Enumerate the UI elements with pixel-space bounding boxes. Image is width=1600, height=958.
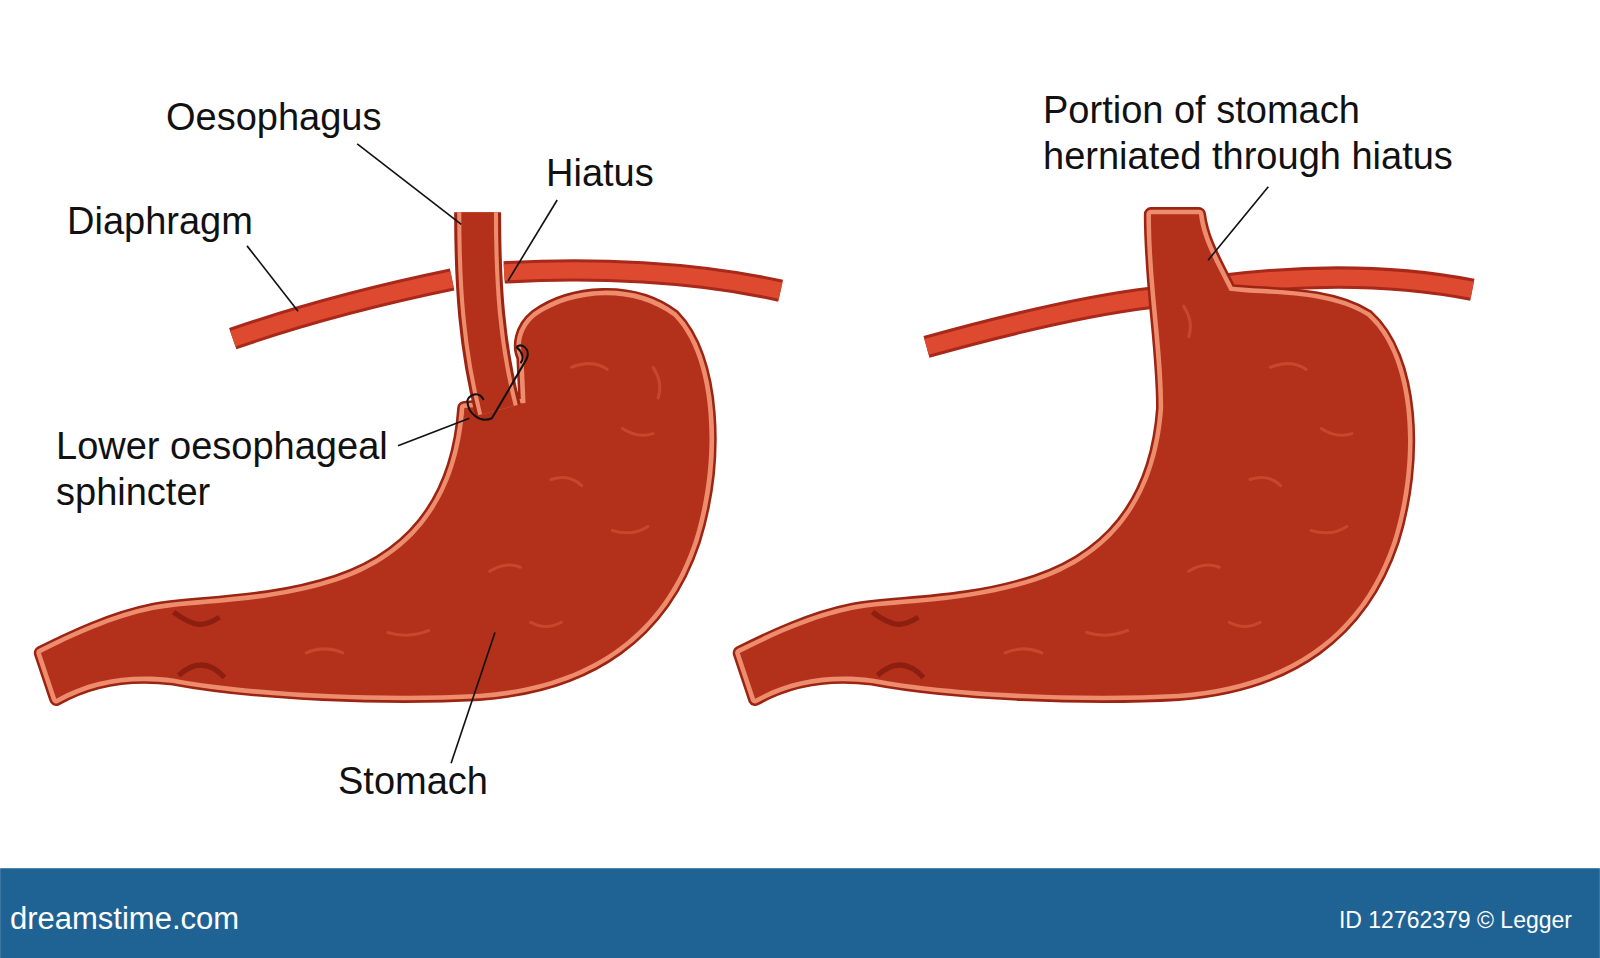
part-label: Diaphragm [67,198,253,244]
part-label: Portion of stomach herniated through hia… [1043,87,1483,179]
watermark: dreamstime.com [10,899,239,939]
stomach-right [740,214,1408,699]
image-id: ID 12762379 © Legger [1339,905,1572,935]
footer-band [0,868,1600,958]
part-label: Hiatus [546,150,654,196]
oesophagus [478,212,498,410]
part-label: Lower oesophageal sphincter [56,423,416,515]
stomach-left [41,295,710,699]
part-label: Stomach [338,758,488,804]
part-label: Oesophagus [166,94,382,140]
leader-lines [247,144,1268,763]
sphincter-outline [467,346,527,420]
